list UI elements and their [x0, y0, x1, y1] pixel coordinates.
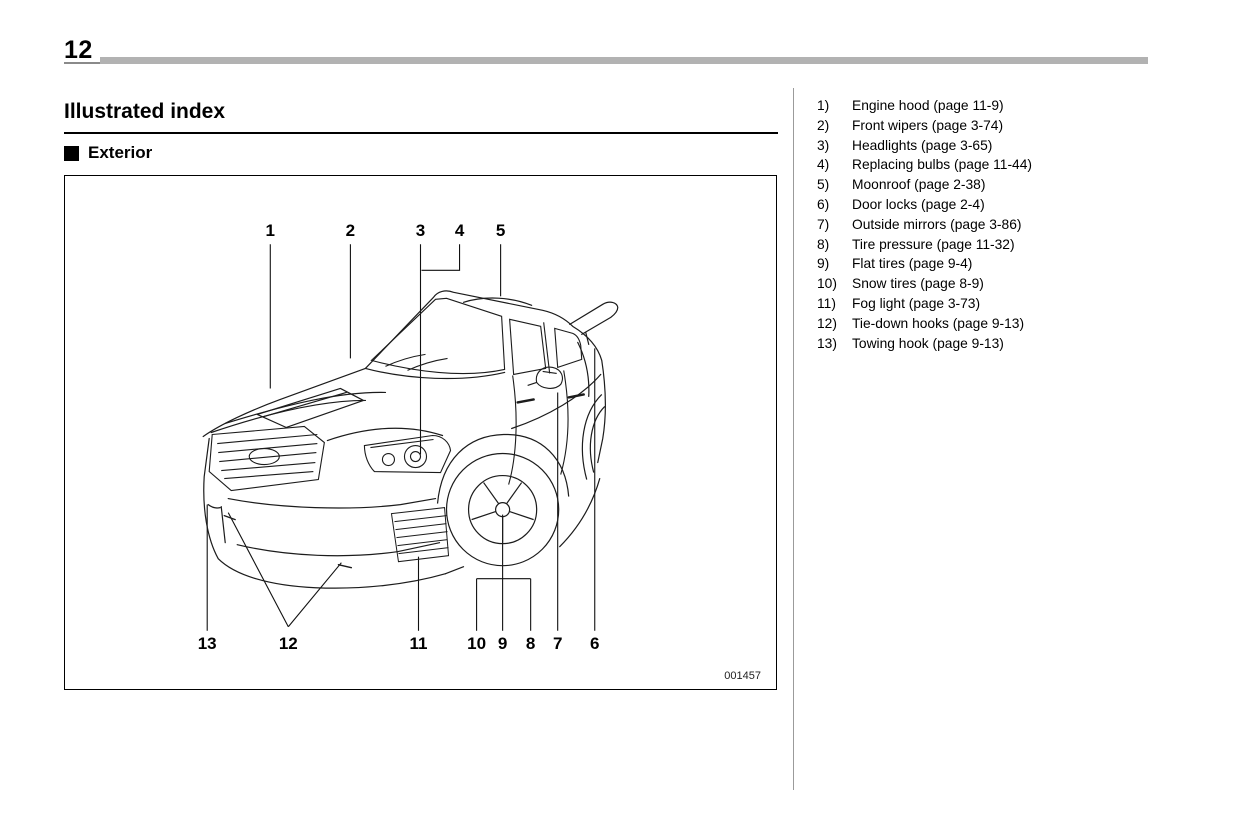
index-item-number: 3) — [817, 137, 830, 153]
section-heading-exterior: Exterior — [64, 143, 152, 163]
callout-4: 4 — [455, 221, 465, 240]
page-header-bar — [100, 57, 1148, 64]
index-item-number: 1) — [817, 98, 830, 113]
index-item-label: Towing hook (page 9-13) — [852, 335, 1004, 351]
index-item-number: 5) — [817, 177, 830, 193]
callout-1: 1 — [266, 221, 275, 240]
car-windows-mirror — [370, 297, 583, 485]
index-item-number: 11) — [817, 295, 836, 311]
index-item-label: Tire pressure (page 11-32) — [852, 236, 1015, 252]
index-item: 8) Tire pressure (page 11-32) — [817, 235, 1217, 255]
section-heading-label: Exterior — [88, 143, 153, 162]
callout-8: 8 — [526, 634, 535, 653]
figure-code: 001457 — [724, 670, 761, 682]
section-square-icon — [64, 145, 79, 161]
callout-5: 5 — [496, 221, 505, 240]
index-item: 4) Replacing bulbs (page 11-44) — [817, 155, 1217, 175]
index-item: 5) Moonroof (page 2-38) — [817, 175, 1217, 195]
index-item: 9) Flat tires (page 9-4) — [817, 254, 1217, 274]
index-item-number: 10) — [817, 276, 837, 292]
index-item-number: 2) — [817, 117, 830, 133]
index-item-label: Outside mirrors (page 3-86) — [852, 216, 1022, 232]
index-item-number: 8) — [817, 236, 830, 252]
index-item-number: 4) — [817, 157, 830, 173]
car-grille — [208, 425, 325, 492]
index-item-number: 12) — [817, 315, 837, 331]
index-item: 11) Fog light (page 3-73) — [817, 294, 1217, 314]
page-title: Illustrated index — [64, 100, 778, 134]
index-item-label: Fog light (page 3-73) — [852, 295, 981, 311]
index-item-number: 13) — [817, 335, 837, 351]
car-headlight — [363, 434, 452, 474]
figure-box: 1 2 3 4 5 13 12 11 10 9 8 7 6 001457 — [64, 175, 777, 690]
callout-9: 9 — [498, 634, 507, 653]
index-item-label: Tie-down hooks (page 9-13) — [852, 315, 1025, 331]
index-item: 3) Headlights (page 3-65) — [817, 136, 1217, 156]
callout-leader-lines — [206, 244, 596, 631]
index-item-label: Moonroof (page 2-38) — [852, 177, 986, 193]
index-item: 13) Towing hook (page 9-13) — [817, 334, 1217, 354]
callout-2: 2 — [346, 221, 355, 240]
index-item-number: 7) — [817, 216, 830, 232]
index-item-number: 6) — [817, 196, 830, 212]
index-item: 7) Outside mirrors (page 3-86) — [817, 215, 1217, 235]
car-illustration: 1 2 3 4 5 13 12 11 10 9 8 7 6 001457 — [198, 221, 761, 682]
car-body — [202, 290, 619, 589]
index-item: 6) Door locks (page 2-4) — [817, 195, 1217, 215]
page-number-underline — [64, 62, 100, 64]
car-fog-light — [390, 507, 450, 563]
callout-6: 6 — [590, 634, 599, 653]
index-item-label: Headlights (page 3-65) — [852, 137, 993, 153]
index-list: 1) Engine hood (page 11-9) 2) Front wipe… — [817, 96, 1217, 353]
car-wheels — [436, 394, 606, 567]
callout-7: 7 — [553, 634, 562, 653]
car-details — [207, 393, 585, 569]
index-item-label: Engine hood (page 11-9) — [852, 98, 1004, 113]
index-item-label: Front wipers (page 3-74) — [852, 117, 1004, 133]
callout-3: 3 — [416, 221, 425, 240]
index-item-label: Flat tires (page 9-4) — [852, 256, 973, 272]
index-item-label: Door locks (page 2-4) — [852, 196, 985, 212]
index-item: 10) Snow tires (page 8-9) — [817, 274, 1217, 294]
index-item-label: Snow tires (page 8-9) — [852, 276, 984, 292]
index-item-label: Replacing bulbs (page 11-44) — [852, 157, 1032, 173]
callout-13: 13 — [198, 634, 217, 653]
callout-10: 10 — [467, 634, 486, 653]
index-item-number: 9) — [817, 256, 830, 272]
index-item: 12) Tie-down hooks (page 9-13) — [817, 314, 1217, 334]
column-divider — [793, 88, 794, 790]
callout-12: 12 — [279, 634, 298, 653]
index-item: 1) Engine hood (page 11-9) — [817, 96, 1217, 116]
index-item: 2) Front wipers (page 3-74) — [817, 116, 1217, 136]
page-number: 12 — [64, 36, 93, 64]
callout-11: 11 — [409, 634, 427, 653]
